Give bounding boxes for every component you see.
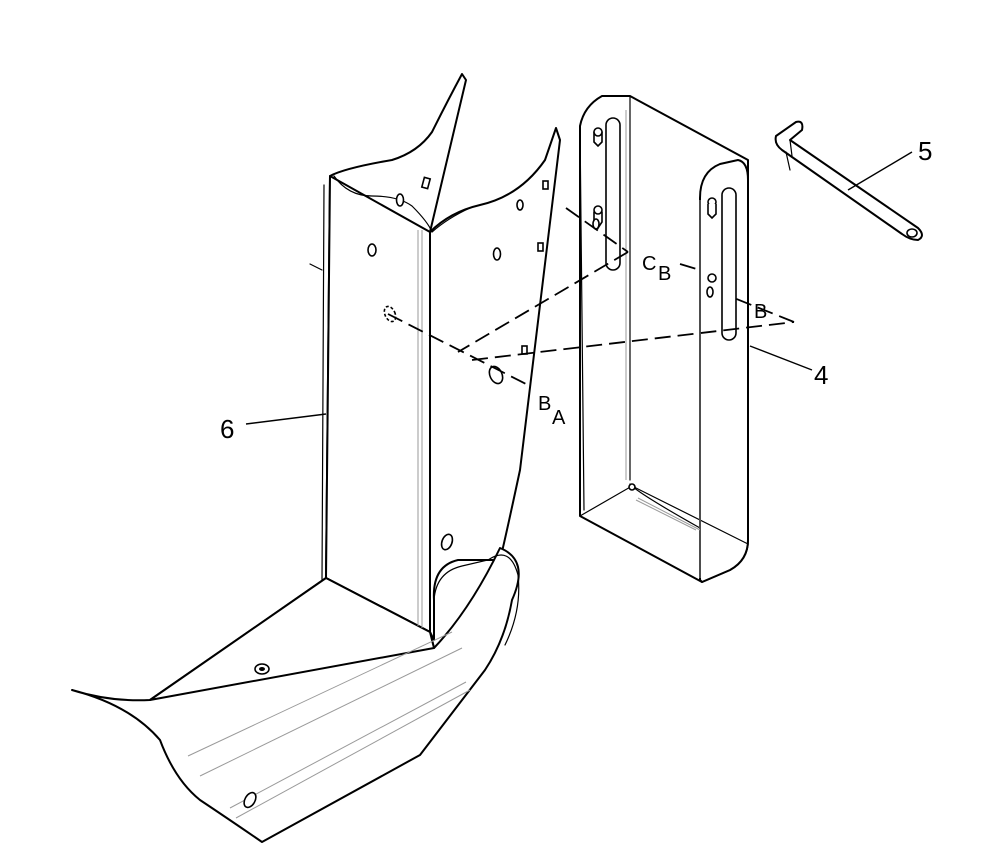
ref-b-right: B [754,301,767,323]
callout-4: 4 [814,360,828,390]
ref-b-lower: B [538,393,551,415]
hole-icon [367,243,377,257]
callout-5: 5 [918,136,932,166]
slotted-box-part-4 [579,95,749,583]
callout-6: 6 [220,414,234,444]
ref-c-upper: C [642,253,656,275]
ref-a-lower: A [552,407,566,429]
assembly-lines [387,207,795,387]
leader-lines [245,151,913,425]
bracket-part-6 [71,73,561,843]
ref-b-upper: B [658,263,671,285]
l-pin-part-5 [774,120,923,241]
